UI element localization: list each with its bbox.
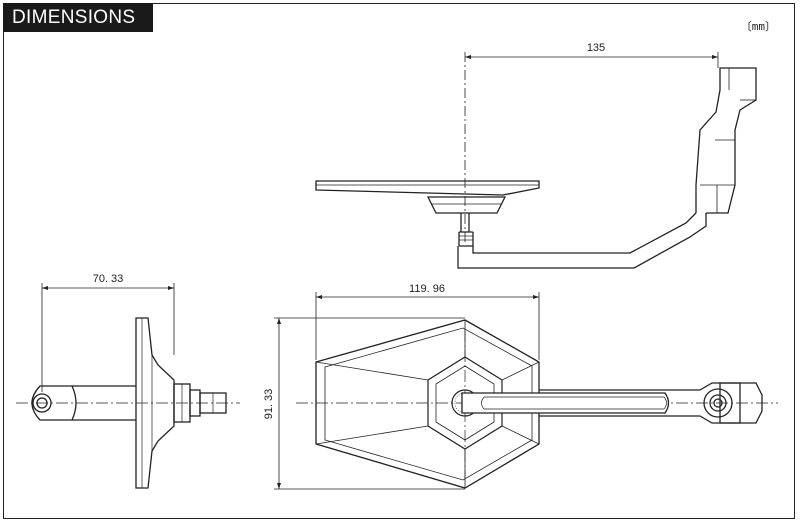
drawing-frame — [3, 3, 795, 519]
page-title: DIMENSIONS — [3, 3, 153, 32]
dimension-135: 135 — [587, 42, 605, 54]
unit-label: 〔mm〕 — [740, 20, 776, 33]
dimension-70-33: 70. 33 — [93, 273, 124, 285]
side-view — [16, 283, 240, 489]
dimension-91-33: 91. 33 — [263, 389, 275, 420]
top-view — [315, 52, 757, 269]
front-view — [274, 292, 778, 490]
dimension-119-96: 119. 96 — [409, 283, 445, 295]
